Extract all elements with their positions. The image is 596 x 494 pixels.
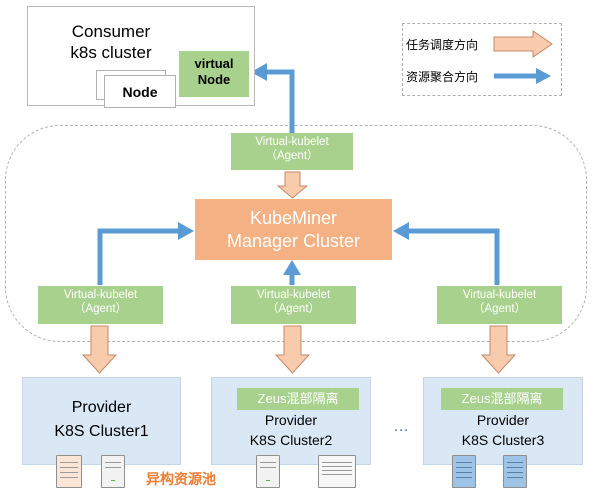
virtual-node-box: virtual Node — [179, 51, 249, 97]
agent-right: Virtual-kubelet （Agent） — [437, 286, 562, 324]
agent-left: Virtual-kubelet （Agent） — [38, 286, 163, 324]
provider1-line2: K8S Cluster1 — [54, 423, 149, 440]
top-agent-line1: Virtual-kubelet — [255, 136, 329, 148]
kubeminer-manager-cluster: KubeMiner Manager Cluster — [195, 199, 392, 260]
orange-arrow-to-provider1 — [81, 325, 118, 374]
orange-arrow-to-manager — [276, 171, 309, 199]
virtual-node-line2: Node — [197, 72, 231, 88]
provider1-line1: Provider — [71, 399, 132, 416]
consumer-title-line2: k8s cluster — [70, 43, 152, 63]
agent-left-line2: （Agent） — [73, 303, 128, 316]
zeus-isolation-badge-2: Zeus混部隔离 — [237, 388, 359, 410]
agent-middle-line1: Virtual-kubelet — [256, 289, 331, 301]
node-label: Node — [122, 84, 158, 100]
more-clusters-ellipsis: … — [393, 418, 409, 435]
orange-arrow-to-provider2 — [274, 325, 311, 374]
consumer-title-line1: Consumer — [71, 22, 151, 41]
heterogeneous-pool-label: 异构资源池 — [146, 471, 216, 487]
agent-middle: Virtual-kubelet （Agent） — [231, 286, 356, 324]
agent-middle-line2: （Agent） — [266, 303, 321, 316]
top-agent-line2: （Agent） — [265, 150, 319, 163]
provider3-line1: Provider — [476, 412, 530, 428]
provider2-line1: Provider — [264, 412, 318, 428]
legend-resource-label: 资源聚合方向 — [406, 70, 479, 84]
zeus-label-2: Zeus混部隔离 — [257, 391, 339, 406]
blue-arrow-middle-to-manager — [283, 260, 301, 285]
server-icon — [318, 455, 356, 488]
zeus-label-3: Zeus混部隔离 — [461, 391, 543, 406]
provider-cluster1: Provider K8S Cluster1 — [22, 377, 181, 465]
node-box: Node — [104, 75, 176, 108]
zeus-isolation-badge-3: Zeus混部隔离 — [441, 388, 563, 410]
manager-line2: Manager Cluster — [226, 230, 361, 251]
server-icon — [503, 455, 527, 488]
top-virtual-kubelet-agent: Virtual-kubelet （Agent） — [231, 133, 353, 170]
orange-arrow-to-provider3 — [480, 325, 517, 374]
legend-blue-arrow — [494, 68, 551, 84]
agent-right-line1: Virtual-kubelet — [462, 289, 537, 301]
legend-task-label: 任务调度方向 — [406, 38, 479, 52]
provider3-line2: K8S Cluster3 — [461, 432, 545, 448]
blue-arrow-left-to-manager — [97, 222, 194, 285]
blue-arrow-right-to-manager — [393, 222, 500, 285]
agent-right-line2: （Agent） — [472, 303, 527, 316]
server-icon — [101, 455, 125, 488]
server-icon — [56, 455, 82, 488]
virtual-node-line1: virtual — [194, 56, 234, 71]
legend-orange-arrow — [493, 30, 553, 58]
agent-left-line1: Virtual-kubelet — [63, 289, 138, 301]
server-icon — [256, 455, 280, 488]
blue-arrow-to-virtual-node — [251, 63, 295, 133]
manager-line1: KubeMiner — [249, 208, 338, 228]
server-icon — [452, 455, 476, 488]
provider2-line2: K8S Cluster2 — [249, 432, 333, 448]
